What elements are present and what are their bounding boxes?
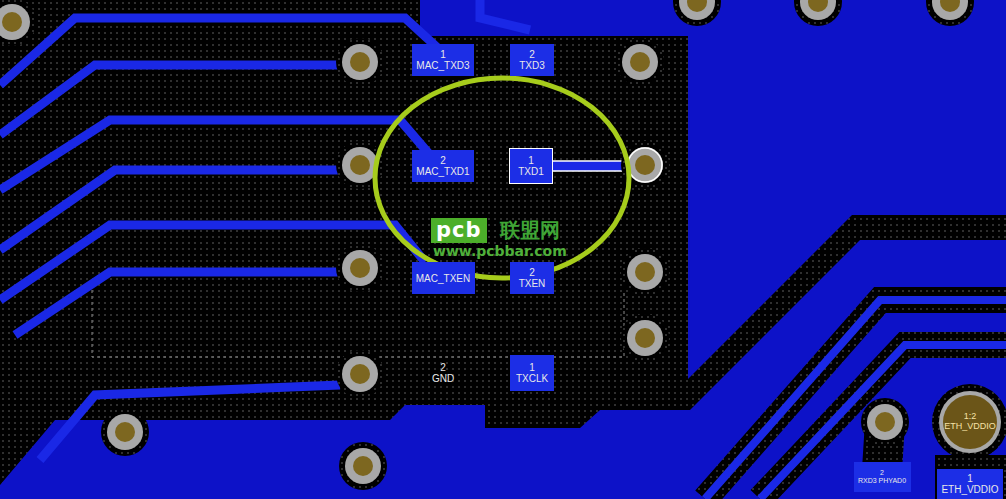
- signal-name: MAC_TXD3: [416, 60, 469, 71]
- via: [621, 248, 669, 296]
- signal-name: TXEN: [519, 278, 546, 289]
- watermark: www.pcbbar.com: [433, 243, 567, 260]
- via: [336, 350, 384, 398]
- pad: 1MAC_TXD3: [412, 44, 474, 76]
- pin-number: 1: [440, 49, 446, 60]
- pad: 1ETH_VDDIO: [937, 469, 1003, 499]
- via-hole: [943, 395, 997, 449]
- selected-via: [628, 148, 662, 182]
- pin-number: 1: [967, 473, 973, 484]
- via: [339, 442, 387, 490]
- signal-name: ETH_VDDIO: [941, 484, 998, 495]
- via-pad: 1:2ETH_VDDIO: [938, 390, 1002, 454]
- trace: [40, 385, 340, 460]
- watermark: 联盟网: [500, 218, 560, 243]
- trace: [0, 225, 425, 300]
- signal-name: TXCLK: [516, 373, 548, 384]
- highlight-ellipse: [375, 78, 629, 278]
- pin-number: 2: [529, 267, 535, 278]
- pin-number: 1:2: [964, 412, 977, 422]
- signal-name: MAC_TXD1: [416, 166, 469, 177]
- trace: [0, 120, 430, 190]
- trace: [705, 300, 1006, 499]
- trace: [760, 345, 1006, 499]
- pad: 2MAC_TXD1: [412, 150, 474, 182]
- via: [336, 38, 384, 86]
- via: [616, 38, 664, 86]
- signal-name: RXD3 PHYAD0: [858, 477, 906, 485]
- pad: 1TXCLK: [510, 355, 554, 391]
- pad: MAC_TXEN: [412, 262, 475, 294]
- via: [101, 408, 149, 456]
- signal-name: TXD1: [518, 166, 544, 177]
- signal-name: TXD3: [519, 60, 545, 71]
- pad: 2GND: [421, 359, 465, 387]
- pad: 2RXD3 PHYAD0: [854, 462, 911, 492]
- via: [0, 0, 36, 46]
- pad: 1TXD1: [509, 148, 553, 184]
- pin-number: 1: [528, 155, 534, 166]
- component-outline: [92, 290, 624, 357]
- pin-number: 2: [529, 49, 535, 60]
- trace: [15, 272, 340, 335]
- via: [673, 0, 721, 26]
- trace-clearance: [705, 300, 1006, 499]
- via: [794, 0, 842, 26]
- signal-name: MAC_TXEN: [416, 273, 470, 284]
- trace: [0, 18, 440, 85]
- pad: 2TXD3: [510, 44, 554, 76]
- signal-name: ETH_VDDIO: [944, 422, 996, 432]
- trace: [480, 0, 530, 30]
- via: [336, 244, 384, 292]
- pin-number: 1: [529, 362, 535, 373]
- via: [926, 0, 974, 26]
- pad-clearance: [935, 455, 1006, 499]
- trace: [0, 170, 340, 250]
- pin-number: 2: [880, 469, 884, 477]
- selected-trace: [548, 161, 632, 171]
- pin-number: 2: [440, 362, 446, 373]
- signal-name: GND: [432, 373, 454, 384]
- trace-clearance: [760, 345, 1006, 499]
- pin-number: 2: [440, 155, 446, 166]
- pad-clearance: [932, 384, 1006, 460]
- watermark: pcb: [431, 218, 487, 243]
- via: [621, 314, 669, 362]
- pad: 2TXEN: [510, 262, 554, 294]
- via-annulus: [939, 391, 1001, 453]
- via: [861, 398, 909, 446]
